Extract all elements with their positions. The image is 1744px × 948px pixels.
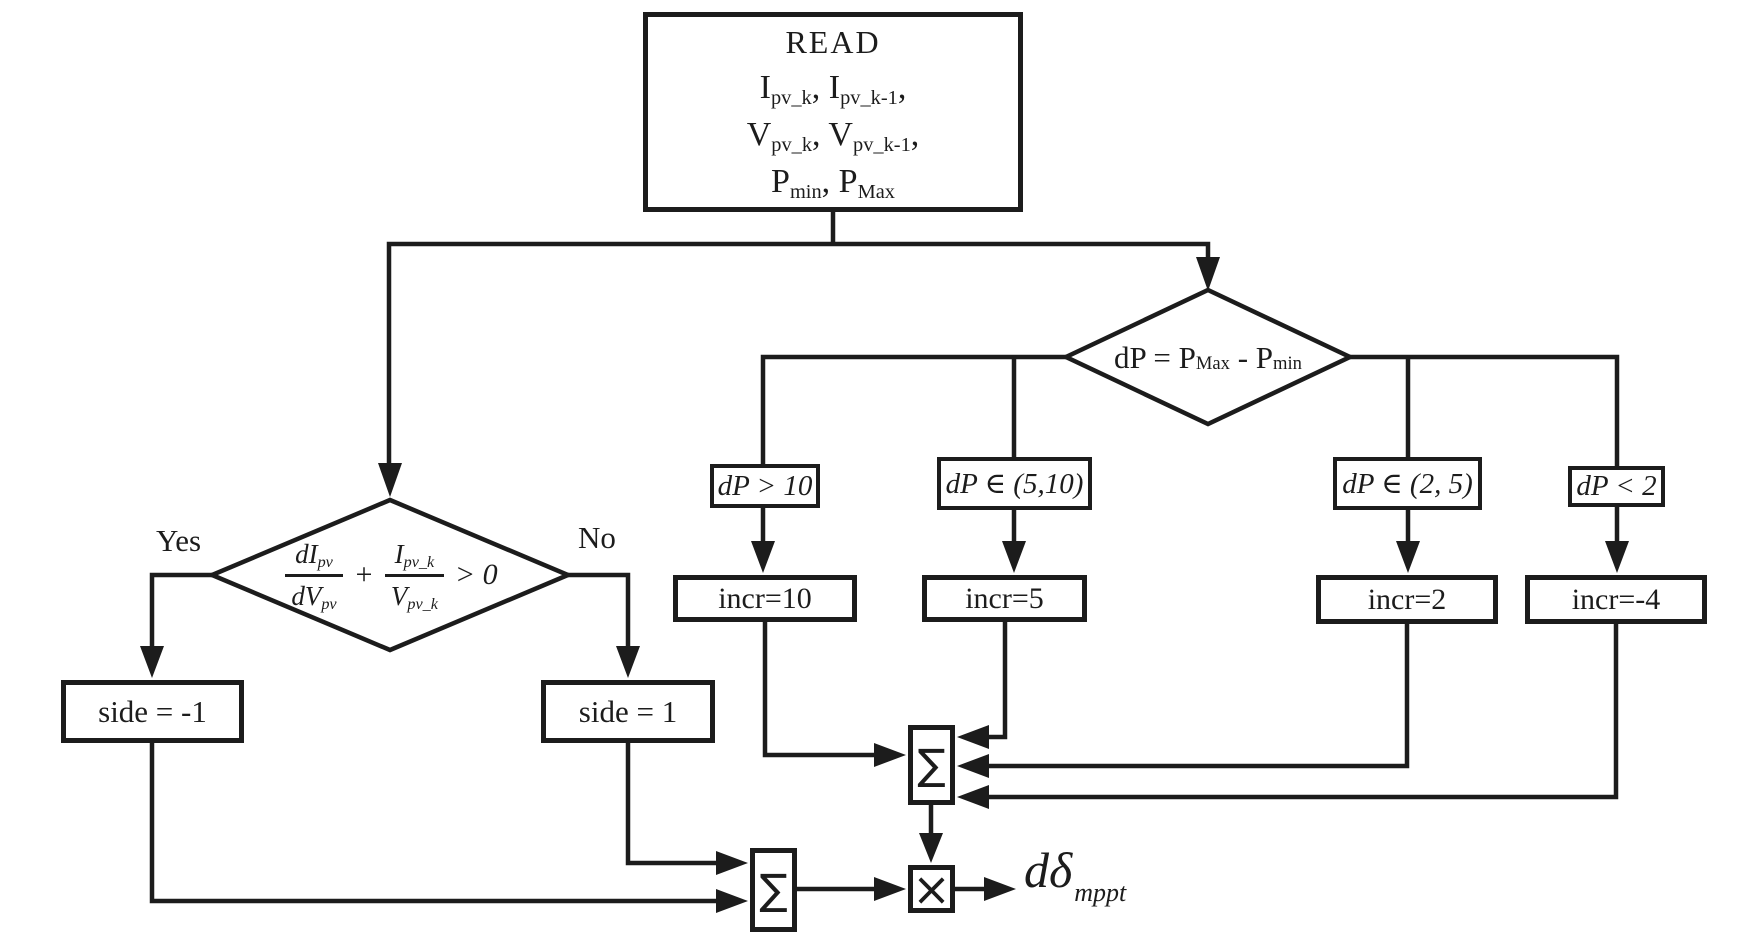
wires xyxy=(149,209,1620,904)
wire-dp-right-branch xyxy=(1350,354,1620,470)
arrowhead xyxy=(874,877,906,901)
arrowhead xyxy=(716,851,748,875)
arrowhead xyxy=(1605,541,1629,573)
plus-operator: + xyxy=(353,558,374,591)
arrowhead xyxy=(957,754,989,778)
condition-dp-2-5: dP ∈ (2, 5) xyxy=(1333,457,1482,510)
wire-side2-to-sum2 xyxy=(625,741,724,866)
yes-label: Yes xyxy=(156,523,202,558)
arrowhead xyxy=(957,725,989,749)
incr-5-box: incr=5 xyxy=(922,575,1087,622)
read-title: READ xyxy=(785,23,881,60)
fraction-numerator: Ipv_k xyxy=(384,539,444,577)
arrowhead xyxy=(1396,541,1420,573)
comparison-operator: > 0 xyxy=(454,558,498,591)
fraction-i-v: Ipv_k Vpv_k xyxy=(384,539,444,614)
arrowhead xyxy=(919,833,943,863)
wire-incr1-to-sum xyxy=(762,618,882,758)
side-1-box: side = 1 xyxy=(541,680,715,743)
wire-incr4-to-sum xyxy=(986,618,1619,800)
incr-2-box: incr=2 xyxy=(1316,575,1498,624)
arrowhead xyxy=(140,646,164,678)
wire-split-bar xyxy=(386,241,1211,470)
incr-10-box: incr=10 xyxy=(673,575,857,622)
fraction-numerator: dIpv xyxy=(285,539,343,577)
arrowhead xyxy=(957,785,989,809)
arrowheads xyxy=(140,257,1629,913)
condition-dp-gt-10: dP > 10 xyxy=(710,464,820,508)
wire-yes-branch xyxy=(149,572,212,652)
fraction-denominator: Vpv_k xyxy=(390,580,438,614)
arrowhead xyxy=(616,646,640,678)
condition-dp-5-10: dP ∈ (5,10) xyxy=(937,457,1092,510)
read-box: READ Ipv_k, Ipv_k-1, Vpv_k, Vpv_k-1, Pmi… xyxy=(643,12,1023,212)
arrowhead xyxy=(378,463,402,497)
output-main: dδ xyxy=(1024,842,1073,898)
multiply-block: × xyxy=(908,865,955,913)
output-label: dδ mppt xyxy=(1024,842,1126,906)
arrowhead xyxy=(984,877,1016,901)
slope-decision-text: dIpv dVpv + Ipv_k Vpv_k > 0 xyxy=(258,516,522,634)
arrowhead xyxy=(1196,257,1220,291)
no-label: No xyxy=(578,520,616,555)
arrowhead xyxy=(874,743,906,767)
wire-side1-to-sum2 xyxy=(149,741,724,904)
wire-incr3-to-sum xyxy=(986,618,1410,769)
wire-no-branch xyxy=(568,572,631,652)
fraction-di-dv: dIpv dVpv xyxy=(285,539,343,614)
read-row-powers: Pmin, PMax xyxy=(771,162,895,203)
wire-incr2-to-sum xyxy=(986,618,1008,740)
arrowhead xyxy=(1002,541,1026,573)
wire-dp-left-branch xyxy=(760,354,1066,467)
read-row-voltages: Vpv_k, Vpv_k-1, xyxy=(746,115,920,156)
sum-block-increments: ∑ xyxy=(908,725,955,805)
read-row-currents: Ipv_k, Ipv_k-1, xyxy=(759,68,907,109)
dp-decision-diamond xyxy=(1060,287,1356,427)
side-neg1-box: side = -1 xyxy=(61,680,244,743)
incr-neg4-box: incr=-4 xyxy=(1525,575,1707,624)
output-subscript: mppt xyxy=(1074,878,1127,907)
arrowhead xyxy=(751,541,775,573)
fraction-denominator: dVpv xyxy=(291,580,337,614)
arrowhead xyxy=(716,889,748,913)
condition-dp-lt-2: dP < 2 xyxy=(1568,466,1665,507)
sum-block-sides: ∑ xyxy=(750,848,797,932)
